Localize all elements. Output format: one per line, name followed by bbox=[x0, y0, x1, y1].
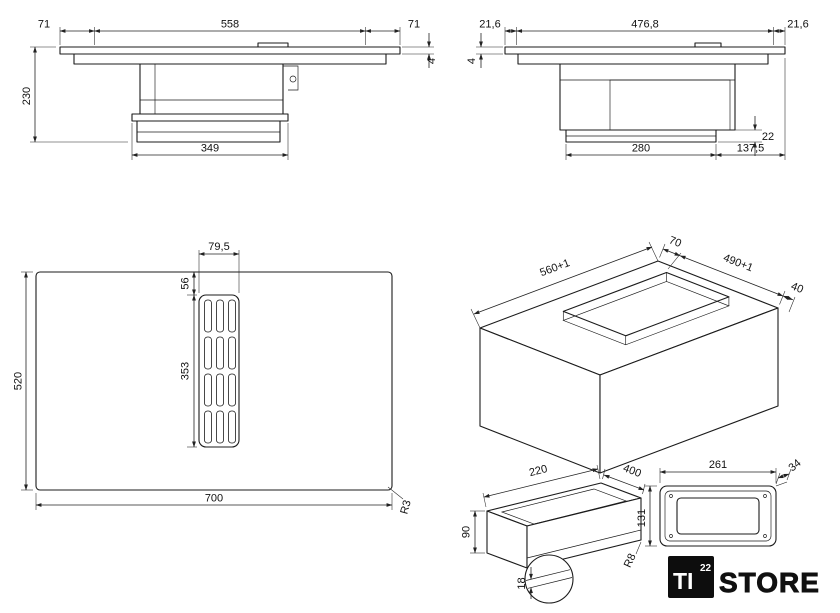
dim-front-overhang: 21,6 bbox=[479, 19, 500, 31]
dim-left-overhang: 71 bbox=[38, 19, 50, 31]
dim-flange-detail: 18 bbox=[516, 577, 528, 589]
worktop-cutout-iso-view: 560+1 70 490+1 40 bbox=[470, 234, 805, 474]
plinth-duct-iso-view: 220 400 90 R8 18 bbox=[461, 462, 646, 604]
dim-corner-radius: R3 bbox=[398, 499, 413, 516]
dim-glass-thickness: 4 bbox=[426, 58, 438, 64]
dim-depth-span: 476,8 bbox=[631, 19, 659, 31]
side-elevation-geometry bbox=[504, 42, 786, 143]
plan-geometry bbox=[35, 271, 393, 491]
dim-flange-height: 22 bbox=[762, 131, 774, 143]
logo-sup-text: 22 bbox=[700, 563, 712, 574]
dim-cutout-length: 560+1 bbox=[538, 257, 571, 279]
logo-mark-text: TI bbox=[673, 568, 693, 594]
extractor-grille bbox=[198, 294, 240, 448]
dim-frame-width: 261 bbox=[709, 459, 727, 471]
dim-glass-thickness-side: 4 bbox=[466, 58, 478, 64]
logo-box bbox=[668, 556, 714, 598]
dim-right-overhang: 71 bbox=[408, 19, 420, 31]
front-elevation-view: 71 558 71 230 4 349 bbox=[21, 19, 438, 160]
dim-duct-box-width: 349 bbox=[201, 143, 219, 155]
dim-overall-width: 700 bbox=[205, 493, 223, 505]
dim-overall-depth: 520 bbox=[13, 372, 25, 390]
plan-dimensions: 79,5 56 353 520 700 R3 bbox=[13, 241, 414, 516]
side-elevation-view: 21,6 476,8 21,6 4 22 280 137,5 bbox=[466, 19, 809, 160]
dim-cutout-width: 490+1 bbox=[722, 252, 755, 274]
dim-rear-overhang: 21,6 bbox=[787, 19, 808, 31]
dim-duct-height: 90 bbox=[461, 526, 473, 538]
dim-rear-clearance: 137,5 bbox=[737, 143, 765, 155]
flange-detail-circle bbox=[524, 554, 574, 604]
dim-duct-width: 220 bbox=[528, 463, 549, 479]
cutout-geometry bbox=[479, 260, 779, 474]
outlet-frame-view: 261 131 34 bbox=[636, 457, 804, 547]
dim-overall-height: 230 bbox=[21, 87, 33, 105]
dim-grille-length: 353 bbox=[180, 362, 192, 380]
dim-frame-height: 131 bbox=[636, 509, 648, 527]
front-elevation-dimensions: 71 558 71 230 4 349 bbox=[21, 19, 438, 160]
dim-side-clearance: 40 bbox=[789, 280, 805, 296]
dim-duct-corner-radius: R8 bbox=[622, 552, 639, 570]
frame-dimensions: 261 131 34 bbox=[636, 457, 804, 547]
front-elevation-geometry bbox=[59, 42, 401, 143]
frame-geometry bbox=[659, 481, 788, 547]
brand-logo: TI 22 STORE bbox=[668, 556, 820, 598]
duct-geometry bbox=[486, 482, 642, 604]
dim-grille-width: 79,5 bbox=[208, 241, 229, 253]
dim-glass-span: 558 bbox=[221, 19, 239, 31]
plan-view: 79,5 56 353 520 700 R3 bbox=[13, 241, 414, 516]
dim-duct-depth: 400 bbox=[621, 462, 642, 480]
dim-grille-inset: 56 bbox=[180, 277, 192, 289]
side-elevation-dimensions: 21,6 476,8 21,6 4 22 280 137,5 bbox=[466, 19, 809, 160]
dim-box-depth: 280 bbox=[632, 143, 650, 155]
dim-front-clearance: 70 bbox=[667, 234, 683, 250]
dim-frame-depth: 34 bbox=[787, 457, 804, 474]
logo-wordmark: STORE bbox=[719, 567, 820, 598]
